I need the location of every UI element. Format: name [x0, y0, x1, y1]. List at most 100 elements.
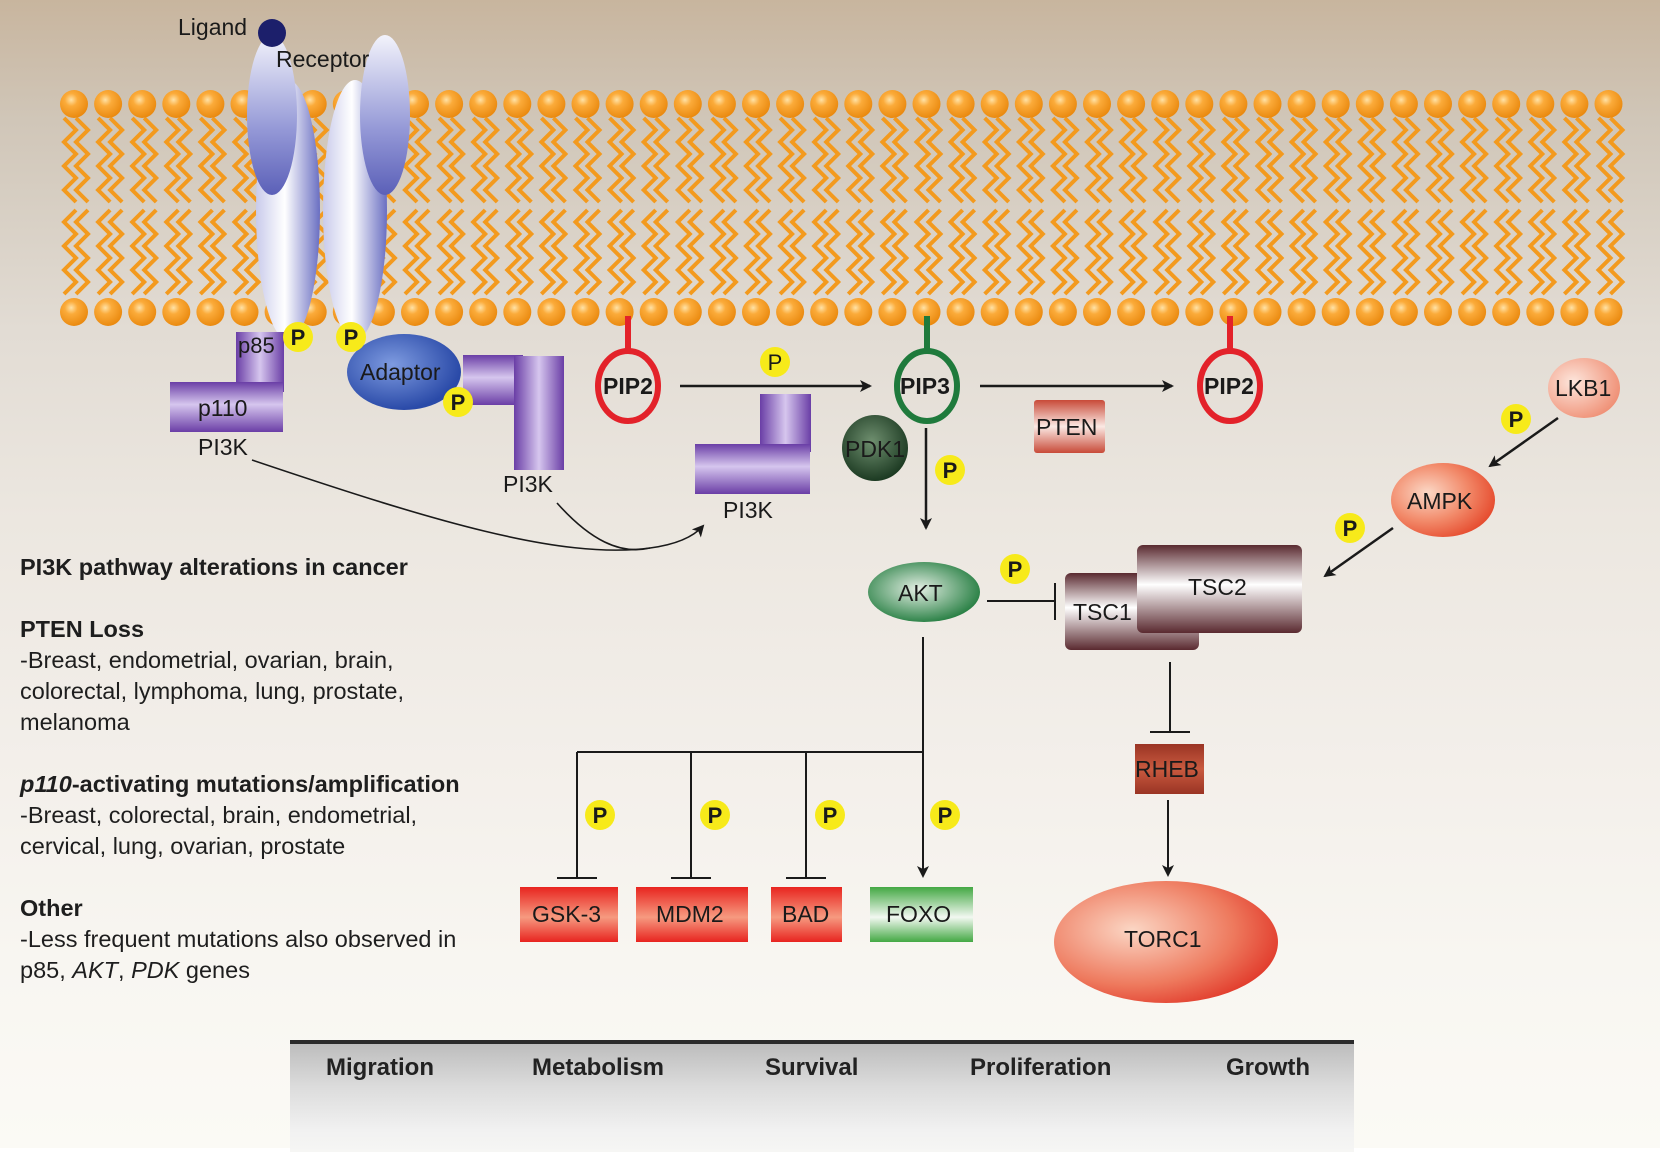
pip2-right-label: PIP2 [1204, 373, 1254, 399]
phosphate-label: P [938, 803, 953, 828]
pten-label: PTEN [1036, 414, 1097, 440]
torc1-node [1054, 881, 1278, 1003]
lipid-molecule [1424, 90, 1455, 326]
receptor-label: Receptor [276, 46, 370, 72]
outcome-survival: Survival [765, 1054, 859, 1081]
lipid-molecule [1014, 90, 1046, 326]
mdm2-node [636, 887, 748, 942]
pip3-label: PIP3 [900, 373, 950, 399]
adaptor-label: Adaptor [360, 359, 441, 385]
cellular-outcomes-bar: Migration Metabolism Survival Proliferat… [290, 1040, 1354, 1152]
outcome-metabolism: Metabolism [532, 1054, 665, 1081]
ampk-node [1391, 463, 1495, 537]
pip2-left-label: PIP2 [603, 373, 653, 399]
lipid-molecule [435, 90, 466, 326]
pi3k-complex-center [695, 394, 811, 494]
pi3k-center-label: PI3K [723, 497, 774, 523]
phosphate-label: P [291, 325, 306, 350]
lipid-molecule [1560, 90, 1592, 326]
phosphate-marker: P [585, 800, 615, 830]
lipid-molecule [912, 90, 944, 326]
pip2-left-node [595, 348, 661, 424]
receptor [247, 35, 410, 340]
lkb1-node [1548, 358, 1620, 418]
pdk1-label: PDK1 [845, 436, 905, 462]
phosphate-marker: P [935, 455, 965, 485]
lipid-molecule [1458, 90, 1489, 326]
legend-line: melanoma [20, 709, 130, 735]
lipid-molecule [707, 90, 739, 326]
pi3k-complex-adaptor [463, 355, 564, 470]
phosphate-marker: P [1000, 554, 1030, 584]
lipid-molecule [1321, 90, 1353, 326]
pi3k-adaptor-label: PI3K [503, 471, 554, 497]
phosphate-marker: P [930, 800, 960, 830]
legend-line: p85, AKT, PDK genes [20, 957, 250, 983]
akt-downstream-branches [557, 637, 929, 879]
lipid-molecule [605, 90, 637, 326]
gene-name-italic: p110 [20, 771, 72, 797]
lipid-molecule [980, 90, 1012, 326]
lipid-molecule [776, 90, 807, 326]
lipid-molecule [537, 90, 569, 326]
lipid-molecule [1219, 90, 1251, 326]
bad-label: BAD [782, 901, 829, 927]
lipid-molecule [162, 90, 194, 326]
lipid-molecule [469, 90, 501, 326]
ampk-label: AMPK [1407, 488, 1473, 514]
legend-section-title: Other [20, 895, 83, 921]
legend-line: -Breast, colorectal, brain, endometrial, [20, 802, 418, 828]
lipid-molecule [196, 90, 228, 326]
phosphate-label: P [823, 803, 838, 828]
phosphate-marker: P [336, 322, 366, 352]
phosphate-label: P [1509, 407, 1524, 432]
lipid-molecule [1151, 90, 1183, 326]
legend-line: cervical, lung, ovarian, prostate [20, 833, 346, 859]
lkb1-to-ampk-arrow [1488, 416, 1559, 468]
phosphate-label: P [593, 803, 608, 828]
lipid-molecule [128, 90, 160, 326]
foxo-node [870, 887, 973, 942]
tsc1-label: TSC1 [1073, 599, 1132, 625]
pdk1-node [842, 415, 908, 481]
outcome-growth: Growth [1226, 1054, 1310, 1081]
pten-node [1034, 400, 1105, 453]
phosphate-marker: P [700, 800, 730, 830]
p110-label: p110 [198, 395, 247, 421]
lipid-molecule [1117, 90, 1148, 326]
phosphate-label: P [1008, 557, 1023, 582]
legend-line: -Less frequent mutations also observed i… [20, 926, 457, 952]
phosphorylation-markers: P P P P P P P P P P P P [283, 322, 1531, 830]
lipid-molecule [946, 90, 978, 326]
ampk-to-tsc2-arrow [1323, 526, 1394, 578]
gsk3-label: GSK-3 [532, 901, 601, 927]
lipid-molecule [1287, 90, 1319, 326]
pip2-right-node [1197, 348, 1263, 424]
adaptor-protein [347, 334, 461, 410]
phosphate-label: P [451, 390, 466, 415]
translocation-arrow-adaptor [556, 502, 651, 551]
phosphate-label: P [1343, 516, 1358, 541]
pi3k-left-label: PI3K [198, 434, 249, 460]
lipid-molecule [673, 90, 705, 326]
phosphate-label: P [768, 350, 783, 375]
lipid-molecule [878, 90, 910, 326]
phosphate-label: P [943, 458, 958, 483]
phosphate-marker: P [760, 347, 790, 377]
lipid-molecule [810, 90, 842, 326]
lipid-molecule [1048, 90, 1080, 326]
rheb-node [1135, 744, 1204, 794]
phosphate-label: P [708, 803, 723, 828]
pip3-node [894, 348, 960, 424]
lipid-molecule [639, 90, 671, 326]
p85-label: p85 [238, 333, 275, 358]
phosphate-label: P [344, 325, 359, 350]
legend-heading: PI3K pathway alterations in cancer [20, 554, 408, 580]
torc1-label: TORC1 [1124, 926, 1202, 952]
legend-line: colorectal, lymphoma, lung, prostate, [20, 678, 405, 704]
tsc2-node [1137, 545, 1302, 633]
lipid-molecule [1355, 90, 1387, 326]
legend-section-title: PTEN Loss [20, 616, 145, 642]
lipid-molecule [60, 90, 91, 326]
